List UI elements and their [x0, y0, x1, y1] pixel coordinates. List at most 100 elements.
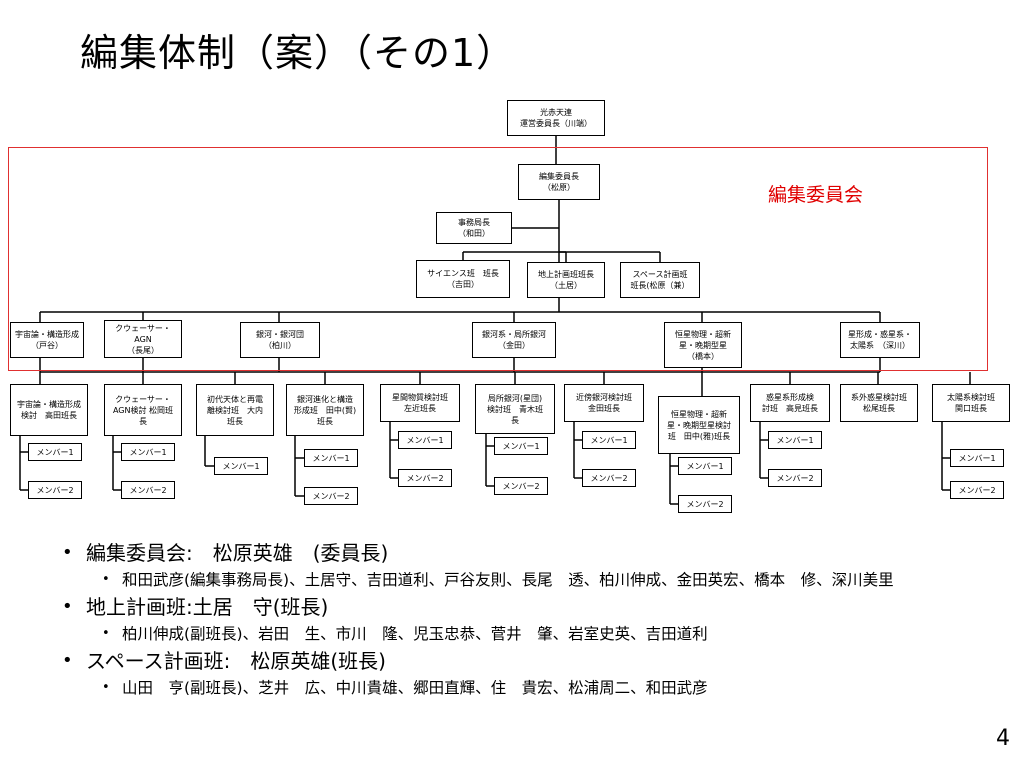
box-text-line: 局所銀河(星団): [487, 393, 543, 403]
ground-box: 地上計画班班長 （土居）: [527, 262, 605, 298]
bullet-subitem: 柏川伸成(副班長)、岩田 生、市川 隆、児玉忠恭、菅井 肇、岩室史英、吉田道利: [60, 622, 1010, 646]
editorial-committee-frame: [8, 147, 988, 371]
box-text-line: AGN検討 松岡班: [112, 405, 174, 415]
box-text-line: 惑星系形成検: [766, 393, 814, 402]
team-box: 系外惑星検討班松尾班長: [840, 384, 918, 422]
box-text-line: 検討班 青木班: [487, 404, 543, 414]
box-text-line: 検討 高田班長: [21, 411, 77, 420]
box-text-line: 系外惑星検討班: [851, 393, 907, 402]
member-box: メンバー1: [304, 449, 358, 467]
bullet-subitem: 山田 亨(副班長)、芝井 広、中川貴雄、郷田直輝、住 貴宏、松浦周二、和田武彦: [60, 676, 1010, 700]
box-text-line: 銀河進化と構造: [297, 394, 353, 404]
box-text-line: スペース計画班: [632, 270, 688, 279]
box-text-line: 星・晩期型星検討: [667, 420, 731, 430]
box-text-line: 班長: [317, 416, 333, 426]
box-text-line: 関口班長: [955, 404, 987, 413]
box-text-line: サイエンス班 班長: [427, 269, 499, 278]
team-box: 局所銀河(星団)検討班 青木班長: [475, 384, 555, 434]
group-box: 宇宙論・構造形成 （戸谷）: [10, 322, 84, 358]
box-text-line: （戸谷）: [31, 341, 63, 350]
member-box: メンバー1: [768, 431, 822, 449]
member-box: メンバー1: [678, 457, 732, 475]
box-text-line: （柏川）: [264, 341, 296, 350]
group-box: クウェーサー・AGN（長尾）: [104, 320, 182, 358]
box-text-line: 銀河系・局所銀河: [482, 330, 546, 339]
box-text-line: 形成班 田中(賢): [293, 405, 357, 415]
box-text-line: クウェーサー・: [115, 323, 171, 333]
box-text-line: 長: [511, 415, 519, 425]
bullet-subitem: 和田武彦(編集事務局長)、土居守、吉田道利、戸谷友則、長尾 透、柏川伸成、金田英…: [60, 568, 1010, 592]
bullet-item: 編集委員会: 松原英雄 (委員長): [60, 538, 1010, 568]
box-text-line: （長尾）: [127, 345, 159, 355]
box-text-line: 星・晩期型星: [679, 340, 727, 350]
group-box: 星形成・惑星系・太陽系 （深川）: [840, 322, 920, 358]
box-text-line: 太陽系検討班: [947, 393, 995, 402]
member-box: メンバー2: [950, 481, 1004, 499]
box-text-line: （土居）: [550, 281, 582, 290]
secretariat-box: 事務局長 （和田）: [436, 212, 512, 244]
team-box: 銀河進化と構造形成班 田中(賢)班長: [286, 384, 364, 436]
box-text-line: 星間物質検討班: [392, 393, 448, 402]
group-box: 銀河系・局所銀河 （金田）: [472, 322, 556, 358]
member-box: メンバー1: [214, 457, 268, 475]
box-text-line: 編集委員長: [539, 172, 579, 181]
team-box: 惑星系形成検討班 高見班長: [750, 384, 830, 422]
box-text-line: （和田）: [458, 229, 490, 238]
box-text-line: （橋本）: [687, 351, 719, 361]
team-box: 近傍銀河検討班金田班長: [564, 384, 644, 422]
box-text-line: 長: [139, 416, 147, 426]
box-text-line: 宇宙論・構造形成: [17, 400, 81, 409]
member-box: メンバー1: [494, 437, 548, 455]
box-text-line: クウェーサー・: [115, 394, 171, 404]
box-text-line: 初代天体と再電: [207, 394, 263, 404]
top-box: 光赤天連運営委員長（川端）: [507, 100, 605, 136]
box-text-line: AGN: [134, 334, 152, 344]
member-box: メンバー1: [121, 443, 175, 461]
member-box: メンバー2: [768, 469, 822, 487]
box-text-line: 星形成・惑星系・: [848, 330, 912, 339]
box-text-line: 離検討班 大内: [207, 405, 263, 415]
box-text-line: 左近班長: [404, 404, 436, 413]
box-text-line: 恒星物理・超新: [675, 329, 731, 339]
member-box: メンバー2: [678, 495, 732, 513]
page-number: 4: [996, 726, 1010, 751]
box-text-line: 運営委員長（川端）: [520, 119, 592, 128]
team-box: 太陽系検討班関口班長: [932, 384, 1010, 422]
member-box: メンバー2: [582, 469, 636, 487]
box-text-line: 光赤天連: [540, 108, 572, 117]
editorial-committee-label: 編集委員会: [768, 184, 864, 206]
group-box: 銀河・銀河団 （柏川）: [240, 322, 320, 358]
box-text-line: 恒星物理・超新: [671, 409, 727, 419]
slide-title: 編集体制（案）（その1）: [80, 31, 516, 75]
science-box: サイエンス班 班長（吉田）: [416, 260, 510, 298]
space-box: スペース計画班班長(松原（兼）: [620, 262, 700, 298]
box-text-line: （松原）: [543, 183, 575, 192]
box-text-line: 班長(松原（兼）: [630, 281, 690, 290]
group-box: 恒星物理・超新星・晩期型星（橋本）: [664, 322, 742, 368]
member-box: メンバー2: [494, 477, 548, 495]
member-box: メンバー1: [28, 443, 82, 461]
org-chart: 光赤天連運営委員長（川端）編集委員長（松原）事務局長（和田）サイエンス班 班長（…: [10, 100, 1010, 513]
box-text-line: 松尾班長: [863, 404, 895, 413]
box-text-line: 地上計画班班長: [538, 270, 594, 279]
member-box: メンバー2: [28, 481, 82, 499]
member-box: メンバー2: [398, 469, 452, 487]
team-box: 恒星物理・超新星・晩期型星検討班 田中(雅)班長: [658, 396, 740, 454]
box-text-line: 近傍銀河検討班: [576, 393, 632, 402]
box-text-line: 宇宙論・構造形成: [15, 330, 79, 339]
box-text-line: 班長: [227, 416, 243, 426]
box-text-line: 討班 高見班長: [762, 404, 818, 413]
box-text-line: 銀河・銀河団: [256, 330, 304, 339]
member-box: メンバー2: [121, 481, 175, 499]
member-box: メンバー1: [398, 431, 452, 449]
member-box: メンバー1: [582, 431, 636, 449]
box-text-line: （金田）: [498, 341, 530, 350]
bullet-item: スペース計画班: 松原英雄(班長): [60, 646, 1010, 676]
bullet-list: 編集委員会: 松原英雄 (委員長) 和田武彦(編集事務局長)、土居守、吉田道利、…: [60, 538, 1010, 700]
box-text-line: 金田班長: [588, 404, 620, 413]
connector-lines: [19, 136, 971, 505]
chief-box: 編集委員長 （松原）: [518, 164, 600, 200]
box-text-line: 事務局長: [458, 218, 490, 227]
bullet-item: 地上計画班:土居 守(班長): [60, 592, 1010, 622]
member-box: メンバー2: [304, 487, 358, 505]
